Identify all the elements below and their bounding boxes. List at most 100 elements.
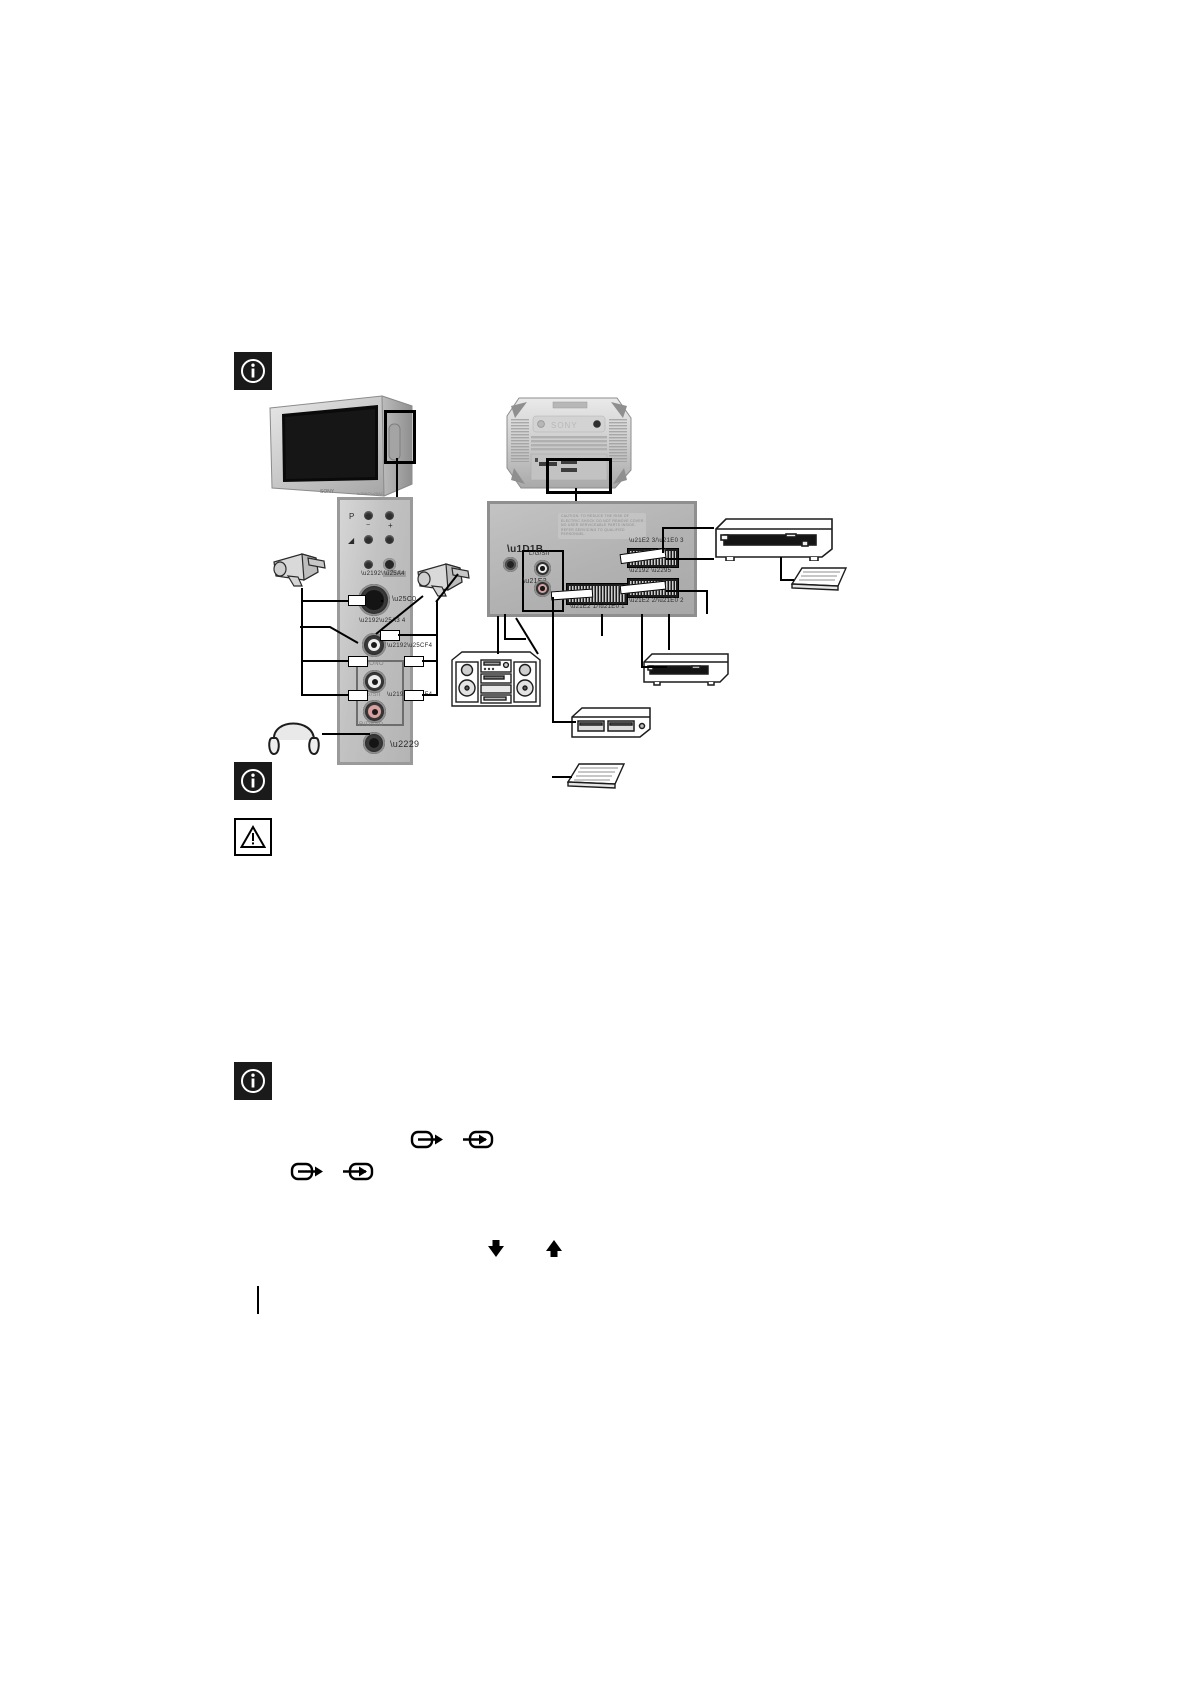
svg-text:SONY: SONY — [320, 489, 335, 495]
antenna-icon: \u1D1B — [507, 544, 544, 555]
cable-vcr-keyboard-h — [780, 579, 794, 581]
cable-to-game-console — [552, 721, 576, 723]
program-label: P — [349, 512, 355, 521]
plug-stereo-r — [404, 690, 424, 701]
arrow-up-icon — [546, 1240, 562, 1257]
input-select-icon: \u2192\u25A1 — [361, 571, 402, 577]
vcr-top-right — [715, 518, 833, 561]
info-icon — [234, 352, 272, 390]
scart-2-label: \u21E2 2/\u21E0 2 — [629, 598, 684, 604]
cable-cam-right-dot — [381, 600, 383, 602]
video-in-4-label: \u2192\u25CF4 — [387, 643, 433, 649]
cable-scart2-v — [706, 590, 708, 614]
input-select-button[interactable] — [364, 560, 373, 569]
cable-left-audio-l — [301, 660, 357, 662]
scart-input-icon — [343, 1162, 374, 1181]
camcorder-left — [273, 553, 326, 587]
cable-headphones — [322, 733, 370, 735]
audio-out-l-label: L/G/S/I — [529, 551, 550, 557]
scart-3-label: \u21E2 3/\u21E0 3 — [629, 538, 684, 544]
audio-in-l-4-jack[interactable] — [363, 670, 386, 693]
plug-video-out — [380, 630, 400, 641]
panel-leader-1 — [300, 626, 359, 644]
hifi-stereo — [451, 651, 541, 707]
svg-text:SONY: SONY — [551, 421, 578, 430]
callout-leader-line — [396, 458, 398, 498]
caution-label-text: CAUTION: TO REDUCE THE RISK OF ELECTRIC … — [561, 514, 645, 537]
antenna-input-jack[interactable] — [503, 557, 518, 572]
plug-audio-l-in — [348, 656, 368, 667]
cable-panel-pointer-2 — [504, 614, 506, 640]
audio-in-r-4-jack[interactable] — [363, 700, 386, 723]
cable-scart3-h — [662, 527, 714, 529]
scart-1-label: \u21E2 1/\u21E0 1 — [570, 604, 625, 610]
cable-video-out-h — [398, 634, 438, 636]
headphone-jack[interactable] — [363, 732, 385, 754]
rear-panel-callout-box — [546, 458, 612, 494]
cable-dvd-h — [641, 666, 667, 668]
dvd-player — [643, 653, 729, 686]
arrow-down-icon — [488, 1240, 504, 1257]
audio-out-r-jack[interactable] — [534, 580, 551, 597]
rear-callout-leader-line — [575, 488, 577, 502]
rear-connector-panel: CAUTION: TO REDUCE THE RISK OF ELECTRIC … — [487, 501, 697, 617]
cable-center-rail — [552, 597, 554, 723]
scart-output-icon — [290, 1162, 323, 1181]
program-up-button[interactable] — [385, 511, 394, 520]
scart-input-icon — [463, 1130, 494, 1149]
plug-stereo-l — [404, 656, 424, 667]
volume-down-button[interactable] — [364, 535, 373, 544]
s-video-in-4-jack[interactable] — [358, 584, 390, 616]
tv-front-view: SONY \u25AC\u25AC — [269, 395, 413, 497]
cable-camcorder-left-v — [301, 588, 303, 602]
cable-scart1-b — [668, 614, 670, 650]
program-down-button[interactable] — [364, 511, 373, 520]
cable-camcorder-right-diagonal — [375, 595, 424, 635]
svg-text:\u25AC\u25AC: \u25AC\u25AC — [357, 491, 384, 496]
page-margin-mark — [257, 1286, 259, 1314]
audio-out-group-box — [522, 550, 564, 612]
menu-button[interactable] — [383, 558, 396, 571]
volume-label: ◢ — [348, 536, 355, 545]
mono-label: MONO — [364, 661, 384, 667]
cable-scart3-v — [662, 527, 664, 553]
minus-label: − — [366, 522, 371, 529]
cable-stereo-rail — [436, 600, 438, 696]
info-icon — [234, 1062, 272, 1100]
cable-camcorder-right-leader — [435, 573, 459, 603]
info-icon — [234, 762, 272, 800]
plus-label: + — [388, 521, 393, 530]
cable-stereo-to-audio-out — [497, 616, 539, 655]
s-video-arrow-icon: \u25C0 — [392, 596, 417, 603]
cable-left-rail — [301, 600, 303, 696]
side-connector-panel: P − + ◢ \u2192\u25A1 \u25A4 \u25C0 \u219… — [337, 497, 432, 765]
caution-label-plate — [558, 513, 646, 539]
plug-audio-r-in — [348, 690, 368, 701]
smartlink-icon: \u2192 \u2295 — [629, 568, 672, 574]
audio-out-l-jack[interactable] — [534, 560, 551, 577]
keyboard-right — [790, 567, 848, 591]
cable-scart3-aux — [666, 558, 714, 560]
warning-icon — [234, 818, 272, 856]
cable-camcorder-left-h — [301, 600, 357, 602]
audio-r-label: R/D/D/D — [359, 722, 384, 728]
cable-scart2-h — [666, 590, 708, 592]
audio-l-label: L/G/S/I — [360, 692, 381, 698]
cable-panel-pointer-1 — [601, 614, 603, 636]
plug-s-video-4 — [348, 595, 366, 606]
keyboard-bottom — [566, 763, 626, 789]
cable-scart1-down — [641, 614, 643, 666]
menu-icon: \u25A4 — [383, 571, 406, 577]
cable-stereo-r-h — [422, 694, 438, 696]
side-panel-callout-box — [384, 410, 416, 464]
game-console — [571, 707, 651, 738]
s-video-in-4-label: \u2192\u25A3 4 — [359, 618, 406, 624]
cable-left-audio-r — [301, 694, 357, 696]
cable-vcr-keyboard-v — [780, 557, 782, 581]
headphones — [268, 722, 320, 756]
volume-up-button[interactable] — [385, 535, 394, 544]
cable-stereo-l-h — [422, 660, 438, 662]
headphone-icon: \u2229 — [390, 739, 420, 749]
audio-out-icon: \u21E2 — [523, 578, 547, 585]
